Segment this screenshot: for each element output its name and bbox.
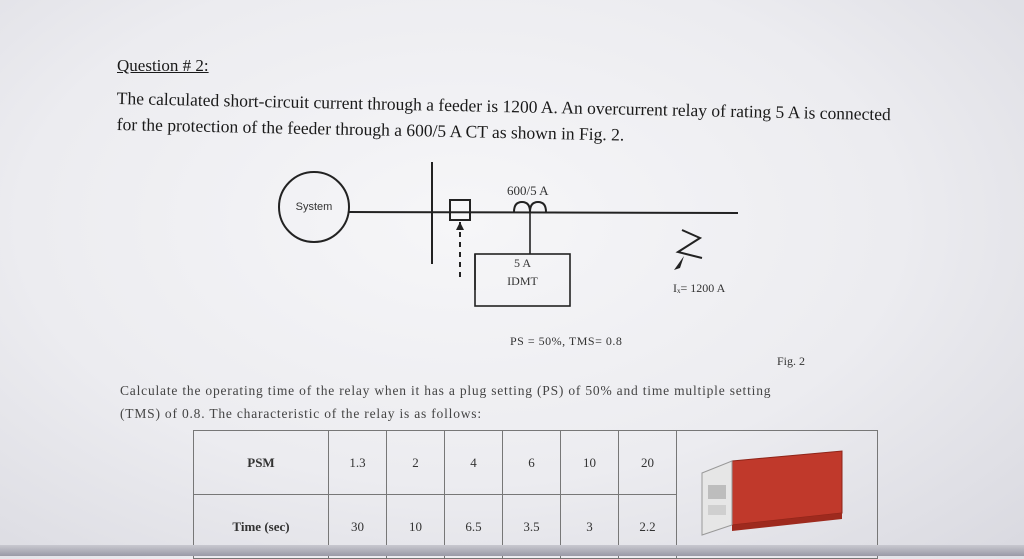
relay-rating: 5 A [513, 256, 531, 270]
ct-ratio-label: 600/5 A [507, 183, 549, 198]
table-cell: 1.3 [328, 430, 387, 495]
figure-caption: Fig. 2 [777, 354, 806, 368]
table-row: PSM 1.3 2 4 6 10 20 [193, 430, 878, 559]
relay-box [474, 253, 571, 307]
table-cell: 2 [386, 430, 445, 495]
table-cell: 4 [444, 430, 503, 495]
task-text-line2: (TMS) of 0.8. The characteristic of the … [120, 406, 482, 421]
fault-arrow [674, 256, 684, 270]
relay-characteristic-table: PSM 1.3 2 4 6 10 20 Time (sec) 30 10 6.5… [193, 430, 878, 559]
relay-settings-label: PS = 50%, TMS= 0.8 [510, 334, 623, 348]
row-header-psm: PSM [193, 430, 329, 495]
feeder-line [348, 211, 739, 214]
fault-symbol [675, 229, 703, 259]
fault-current-label: Iₓ= 1200 A [673, 281, 726, 295]
single-line-diagram: System [278, 162, 739, 307]
relay-device-image [676, 430, 878, 559]
relay-type: IDMT [507, 274, 538, 288]
current-transformer [513, 200, 547, 213]
task-text-line1: Calculate the operating time of the rela… [120, 383, 772, 398]
table-cell: 20 [618, 430, 677, 495]
trip-arrow [456, 222, 464, 230]
system-label: System [296, 201, 333, 213]
question-heading: Question # 2: [117, 56, 209, 75]
circuit-breaker [449, 199, 471, 221]
system-source-circle [278, 171, 350, 243]
table-cell: 10 [560, 430, 619, 495]
table-cell: 6 [502, 430, 561, 495]
relay-device-icon [701, 449, 843, 536]
screen-bottom-edge [0, 545, 1024, 556]
question-text-line2: for the protection of the feeder through… [116, 114, 625, 145]
relay-labels: 5 A IDMT [475, 254, 570, 306]
